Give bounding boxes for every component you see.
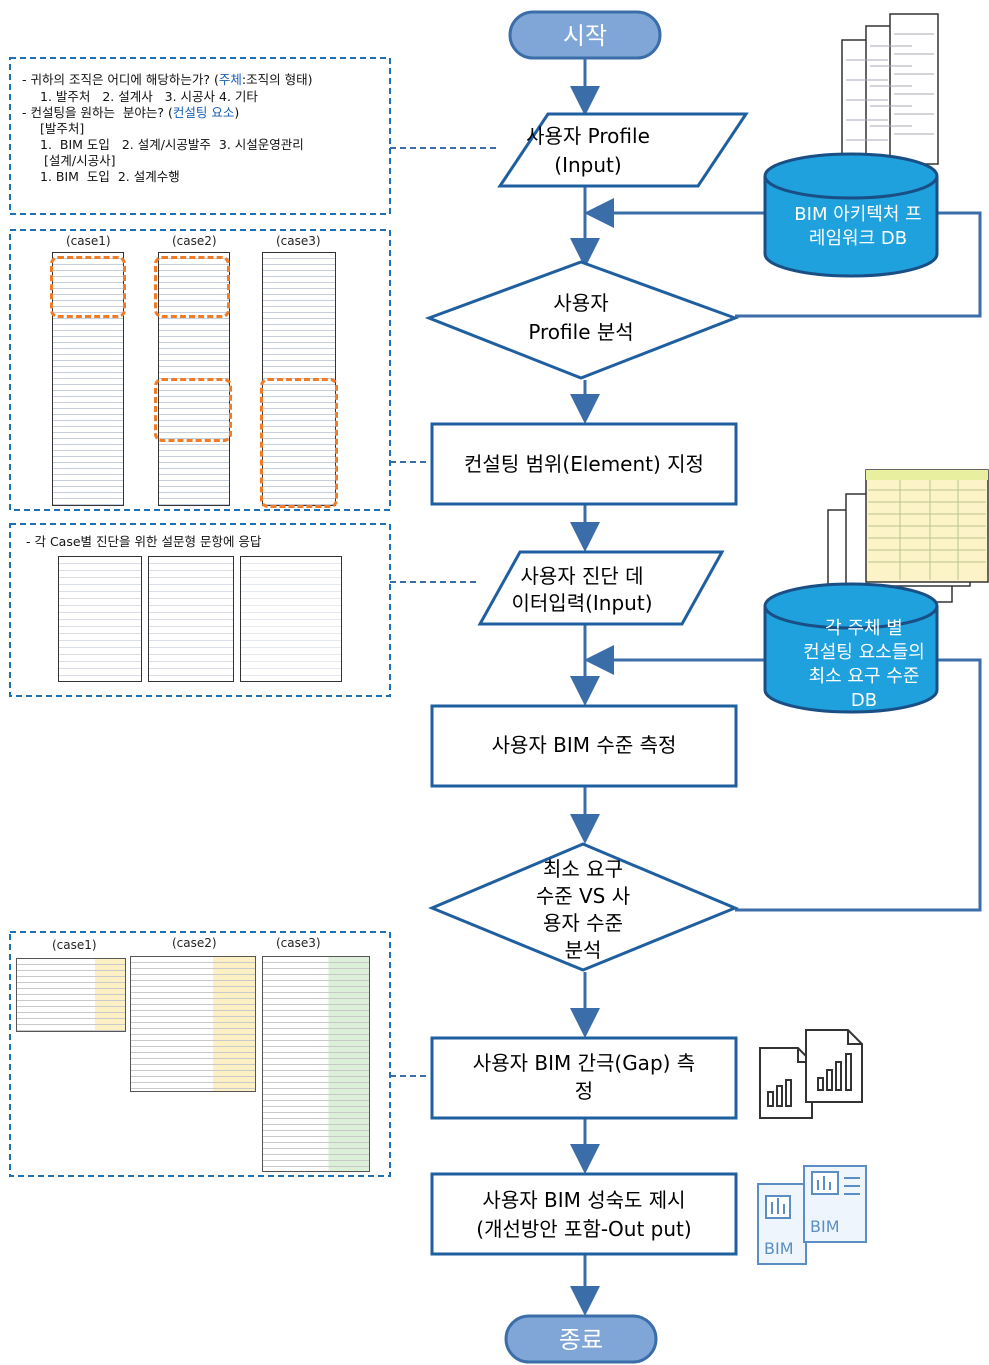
arch-db-line1: BIM 아키텍처 프: [794, 204, 921, 225]
gap-case2-sheet: [130, 956, 256, 1092]
gap-case2-label: (case2): [172, 936, 217, 950]
arch-db: BIM 아키텍처 프 레임워크 DB: [763, 13, 939, 278]
panel-connectors: [390, 147, 498, 1077]
element-scope-label: 컨설팅 범위(Element) 지정: [464, 452, 704, 476]
survey-form-2: [148, 556, 234, 682]
req-db-top: [763, 582, 939, 630]
connector-analysis-archdb: [735, 211, 982, 318]
arch-db-line2: 레임워크 DB: [809, 228, 907, 249]
case2-label: (case2): [172, 234, 217, 248]
profile-analysis-line2: Profile 분석: [528, 320, 633, 344]
case2-highlight-top: [154, 256, 230, 318]
end-terminal: 종료: [504, 1314, 658, 1364]
panel-case-gap: [9, 931, 391, 1177]
bim-level-node: 사용자 BIM 수준 측정: [430, 704, 738, 788]
compare-line4: 분석: [565, 938, 602, 962]
req-db-line2: 컨설팅 요소들의: [803, 642, 925, 663]
survey-form-3: [240, 556, 342, 682]
case1-sheet: [52, 252, 124, 506]
survey-title: - 각 Case별 진단을 위한 설문형 문항에 응답: [26, 534, 262, 549]
req-db-sheets: [827, 469, 989, 603]
q2-tail: ): [234, 105, 240, 120]
req-db-line3: 최소 요구 수준: [809, 666, 920, 687]
panel-case-scope: [9, 229, 391, 511]
svg-text:BIM: BIM: [764, 1239, 794, 1258]
profile-input-line1: 사용자 Profile: [526, 124, 650, 148]
start-terminal: 시작: [508, 10, 662, 60]
svg-text:BIM: BIM: [810, 1217, 840, 1236]
req-db-body: [763, 606, 939, 714]
diag-input-node: 사용자 진단 데 이터입력(Input): [477, 550, 725, 626]
arch-db-body: [763, 176, 939, 278]
gap-shape: [430, 1036, 738, 1120]
maturity-node: 사용자 BIM 성숙도 제시 (개선방안 포함-Out put): [430, 1172, 738, 1256]
gap-line1: 사용자 BIM 간극(Gap) 측: [473, 1051, 695, 1075]
case1-highlight: [50, 256, 126, 318]
start-label: 시작: [563, 22, 607, 50]
maturity-line2: (개선방안 포함-Out put): [476, 1217, 691, 1241]
gap-case1-label: (case1): [52, 938, 97, 952]
profile-analysis-shape: [424, 260, 740, 380]
profile-input-node: 사용자 Profile (Input): [497, 112, 749, 188]
gap-case3-label: (case3): [276, 936, 321, 950]
case3-label: (case3): [276, 234, 321, 248]
profile-input-line2: (Input): [554, 153, 621, 177]
maturity-line1: 사용자 BIM 성숙도 제시: [482, 1188, 685, 1212]
flow-connectors: [570, 58, 982, 1316]
panel-survey: [9, 523, 391, 697]
owner-options: 1. BIM 도입 2. 설계/시공발주 3. 시설운영관리: [40, 137, 304, 152]
bim-level-shape: [430, 704, 738, 788]
q2-highlight: 컨설팅 요소: [172, 105, 235, 120]
bar-chart-document-icon: [759, 1029, 863, 1119]
case1-label: (case1): [66, 234, 111, 248]
owner-header: [발주처]: [40, 121, 85, 136]
compare-line3: 용자 수준: [543, 911, 623, 935]
gap-node: 사용자 BIM 간극(Gap) 측 정: [430, 1036, 738, 1120]
req-db-line4: DB: [851, 690, 877, 711]
design-options: 1. BIM 도입 2. 설계수행: [40, 169, 180, 184]
bim-report-icon: BIM BIM: [757, 1165, 867, 1265]
gap-case1-sheet: [16, 958, 126, 1032]
start-shape: [508, 10, 662, 60]
diag-input-line1: 사용자 진단 데: [520, 564, 643, 588]
gap-line2: 정: [575, 1079, 593, 1103]
panel-questionnaire: [9, 57, 391, 215]
arch-db-top: [763, 152, 939, 200]
q1-prefix: - 귀하의 조직은 어디에 해당하는가? (: [22, 72, 219, 87]
case2-highlight-mid: [154, 378, 232, 442]
gap-case3-sheet: [262, 956, 370, 1172]
profile-analysis-line1: 사용자: [553, 291, 608, 315]
element-scope-shape: [430, 422, 738, 506]
connector-compare-reqdb: [735, 658, 982, 912]
q1-highlight: 주체: [218, 72, 242, 87]
survey-form-1: [58, 556, 142, 682]
profile-input-shape: [497, 112, 749, 188]
req-db: 각 주체 별 컨설팅 요소들의 최소 요구 수준 DB: [763, 469, 989, 714]
element-scope-node: 컨설팅 범위(Element) 지정: [430, 422, 738, 506]
design-header: [설계/시공사]: [44, 153, 116, 168]
maturity-shape: [430, 1172, 738, 1256]
compare-line2: 수준 VS 사: [536, 884, 630, 908]
end-shape: [504, 1314, 658, 1364]
req-db-line1: 각 주체 별: [825, 618, 903, 639]
diag-input-line2: 이터입력(Input): [512, 591, 653, 615]
q1-options: 1. 발주처 2. 설계사 3. 시공사 4. 기타: [40, 89, 258, 104]
case3-highlight: [260, 378, 338, 508]
q2-line: - 컨설팅을 원하는 분야는? (컨설팅 요소): [22, 105, 239, 121]
diag-input-shape: [477, 550, 725, 626]
profile-analysis-node: 사용자 Profile 분석: [424, 260, 740, 380]
q1-tail: :조직의 형태): [241, 72, 313, 87]
end-label: 종료: [559, 1326, 603, 1354]
q1-line: - 귀하의 조직은 어디에 해당하는가? (주체:조직의 형태): [22, 72, 312, 88]
q2-prefix: - 컨설팅을 원하는 분야는? (: [22, 105, 173, 120]
compare-line1: 최소 요구: [543, 857, 623, 881]
bim-level-label: 사용자 BIM 수준 측정: [492, 733, 677, 757]
compare-node: 최소 요구 수준 VS 사 용자 수준 분석: [428, 842, 739, 972]
compare-shape: [428, 842, 739, 972]
side-panels: [9, 57, 391, 1177]
